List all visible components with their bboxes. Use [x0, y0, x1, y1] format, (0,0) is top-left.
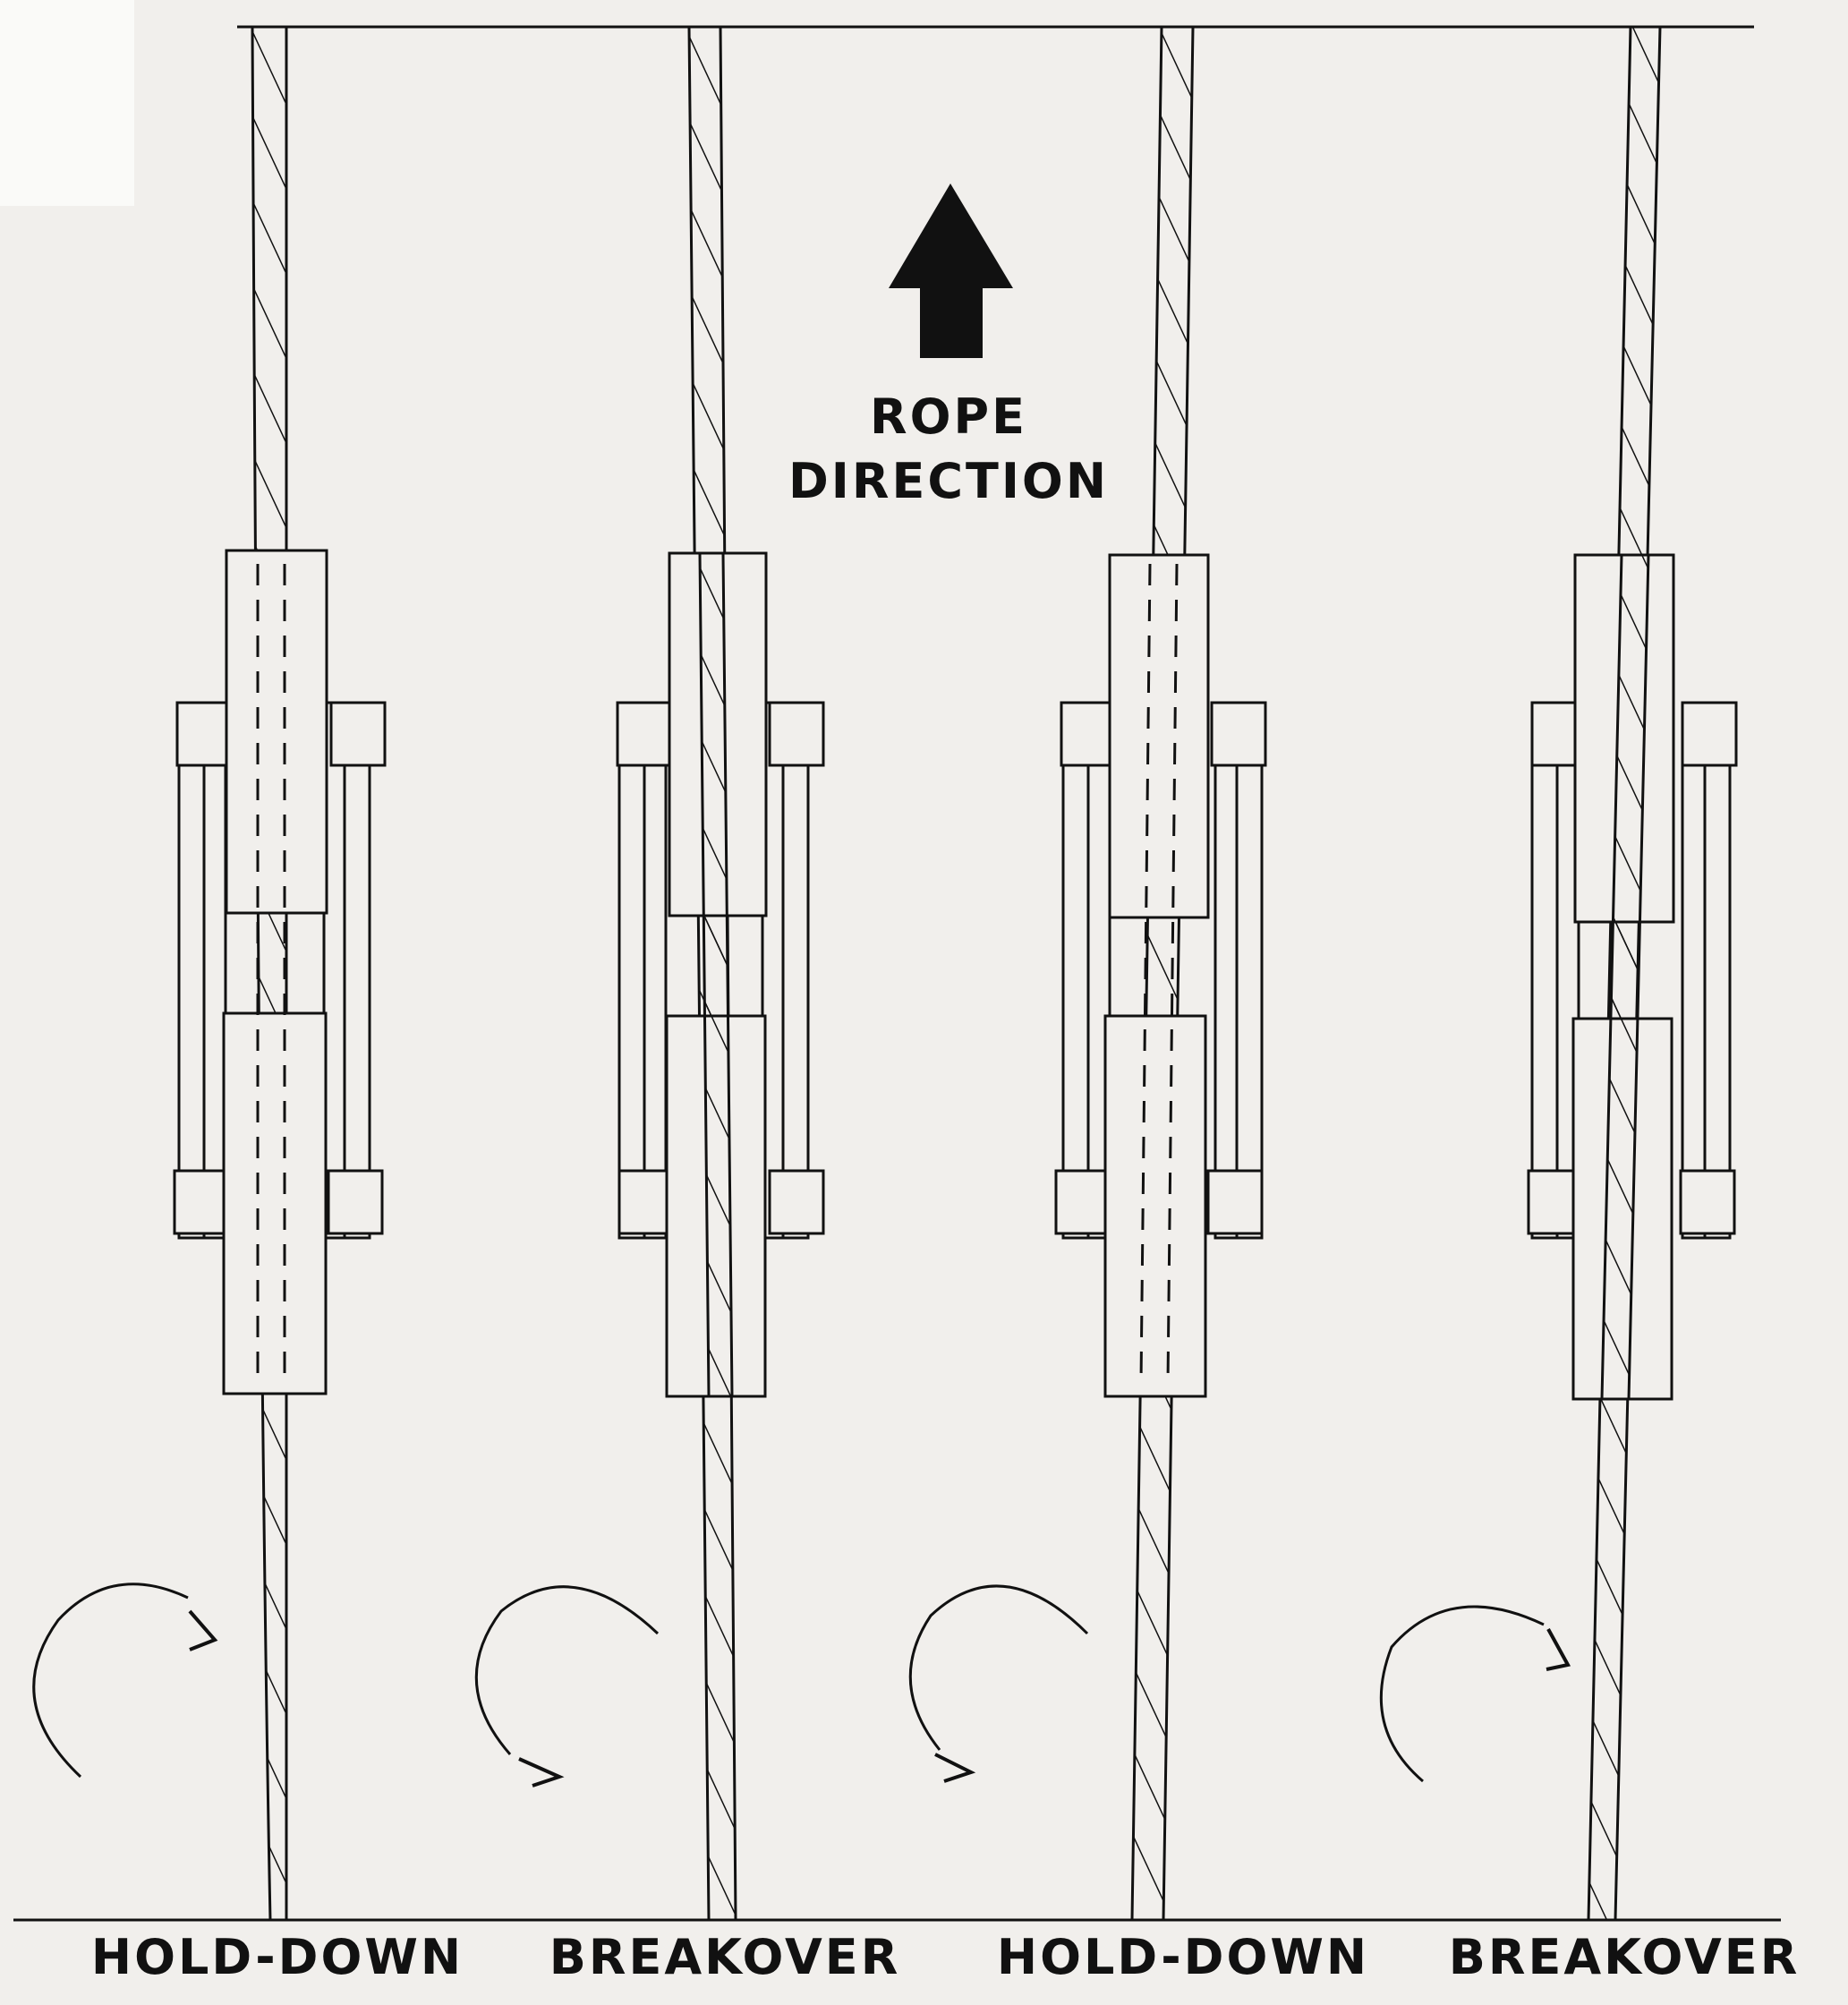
bracket-2-right	[781, 701, 810, 1240]
flange-1-top-left	[175, 701, 233, 767]
column-label-2: BREAKOVER	[549, 1929, 901, 1985]
bracket-2-left-inner	[643, 701, 668, 1240]
roller-3-upper	[1108, 553, 1210, 919]
bracket-4-right	[1703, 701, 1732, 1240]
bracket-4-left	[1530, 701, 1559, 1240]
column-label-4: BREAKOVER	[1448, 1929, 1801, 1985]
roller-1-lower	[222, 1011, 328, 1395]
column-4-assembly	[1379, 25, 1738, 1922]
rope-direction-label: ROPE DIRECTION	[761, 385, 1137, 514]
bracket-3-right	[1235, 701, 1264, 1240]
rotation-arrow-1	[32, 1583, 189, 1779]
bracket-1-left-inner	[202, 701, 227, 1240]
column-3-assembly	[908, 25, 1267, 1922]
up-arrow-icon	[889, 183, 1013, 358]
rope-direction-line2: DIRECTION	[788, 453, 1110, 509]
column-2-assembly	[474, 25, 825, 1922]
rope-direction-line1: ROPE	[870, 388, 1027, 445]
flange-1-bot-left	[173, 1169, 230, 1235]
bracket-1-right	[343, 701, 371, 1240]
bracket-2-left	[617, 701, 646, 1240]
rope-3	[1130, 25, 1195, 1922]
roller-1-upper	[225, 549, 328, 915]
column-1-assembly	[32, 25, 387, 1922]
flange-1-bot-right	[327, 1169, 384, 1235]
rotation-arrow-3	[908, 1584, 1089, 1751]
roller-3-lower	[1103, 1014, 1207, 1398]
flange-1-top-right	[329, 701, 387, 767]
column-label-3: HOLD-DOWN	[996, 1929, 1370, 1985]
paper-corner	[0, 0, 134, 206]
rotation-arrow-4	[1379, 1605, 1545, 1783]
bracket-1-left	[177, 701, 206, 1240]
bracket-3-left	[1061, 701, 1090, 1240]
rotation-arrow-2	[474, 1585, 660, 1755]
column-label-1: HOLD-DOWN	[90, 1929, 464, 1985]
